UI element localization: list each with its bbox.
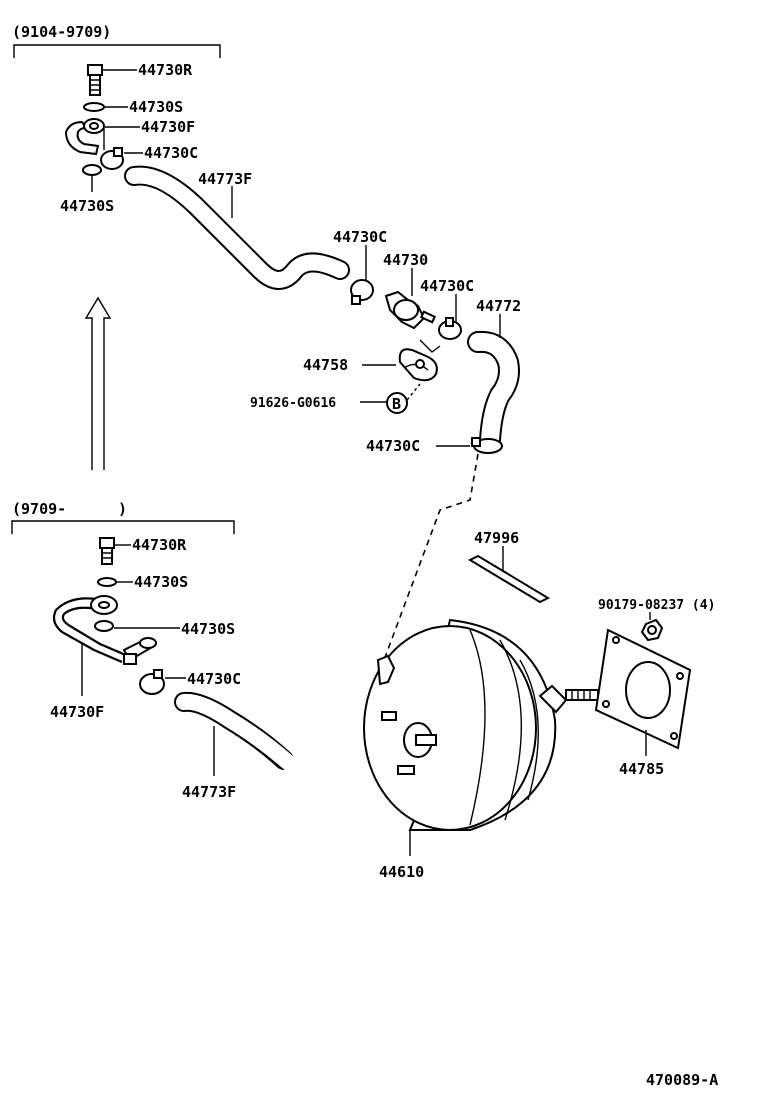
booster-group: 47996 44610 90179-08237 (4) (363, 529, 715, 881)
check-valve-group: 44730C 44730 44730C 44758 91626-G0616 (250, 228, 521, 661)
clamp-center-a (350, 279, 374, 305)
label-44730F-bottom: 44730F (50, 703, 104, 721)
union-fitting-top (64, 118, 105, 156)
nut-90179 (640, 618, 664, 642)
insulator-strip-47996 (467, 554, 551, 604)
label-44730S-bottom-b: 44730S (181, 620, 235, 638)
bracket-44758 (398, 339, 441, 382)
gasket-bottom-lower (94, 620, 114, 632)
ref-letter-B: B (392, 395, 401, 413)
clamp-bottom (139, 669, 165, 695)
top-group-bracket (13, 44, 221, 58)
gasket-top-upper (83, 102, 105, 112)
vacuum-hose-44772 (467, 330, 520, 451)
bottom-group-bracket (11, 520, 235, 534)
label-44730: 44730 (383, 251, 428, 269)
label-44758: 44758 (303, 356, 348, 374)
union-bolt-top (87, 64, 103, 96)
bottom-group: (9709- ) 44730R 44730S 44730S 44730F (11, 500, 298, 801)
label-44730C-top: 44730C (144, 144, 198, 162)
gasket-plate-44785 (594, 628, 692, 750)
label-44730S-top-b: 44730S (60, 197, 114, 215)
label-44730C-center-a: 44730C (333, 228, 387, 246)
check-valve-44730 (384, 290, 437, 330)
up-arrow (84, 296, 112, 470)
union-bolt-bottom (99, 537, 115, 565)
label-44730C-center-b: 44730C (420, 277, 474, 295)
label-44730C-center-c: 44730C (366, 437, 420, 455)
dashed-connection (383, 453, 479, 661)
label-91626: 91626-G0616 (250, 396, 336, 411)
label-44730R-top: 44730R (138, 61, 193, 79)
label-44730F-top: 44730F (141, 118, 195, 136)
label-44772: 44772 (476, 297, 521, 315)
ref-circle-B (386, 392, 408, 414)
label-44730S-top-a: 44730S (129, 98, 183, 116)
label-44730C-bottom: 44730C (187, 670, 241, 688)
gasket-top-lower (82, 164, 102, 176)
label-90179: 90179-08237 (4) (598, 598, 715, 613)
top-group: (9104-9709) 44730R 44730S 44730F 4473 (12, 23, 350, 290)
label-44773F-bottom: 44773F (182, 783, 236, 801)
clamp-center-b (438, 317, 462, 340)
gasket-bottom-upper (97, 577, 117, 587)
label-44610: 44610 (379, 863, 424, 881)
label-44730S-bottom-a: 44730S (134, 573, 188, 591)
label-44730R-bottom: 44730R (132, 536, 187, 554)
top-group-range: (9104-9709) (12, 23, 111, 41)
bottom-group-range-close: ) (118, 500, 127, 518)
clamp-center-c (471, 437, 503, 454)
vacuum-hose-44773F (124, 165, 350, 290)
vacuum-hose-44773F-bottom (174, 691, 298, 772)
label-44785: 44785 (619, 760, 664, 778)
label-47996: 47996 (474, 529, 519, 547)
clamp-top (100, 147, 124, 170)
diagram-code: 470089-A (646, 1071, 718, 1089)
brake-booster-44610 (363, 618, 599, 831)
bottom-group-range: (9709- (12, 500, 66, 518)
label-44773F-top: 44773F (198, 170, 252, 188)
union-pipe-44730F-bottom (52, 595, 157, 665)
